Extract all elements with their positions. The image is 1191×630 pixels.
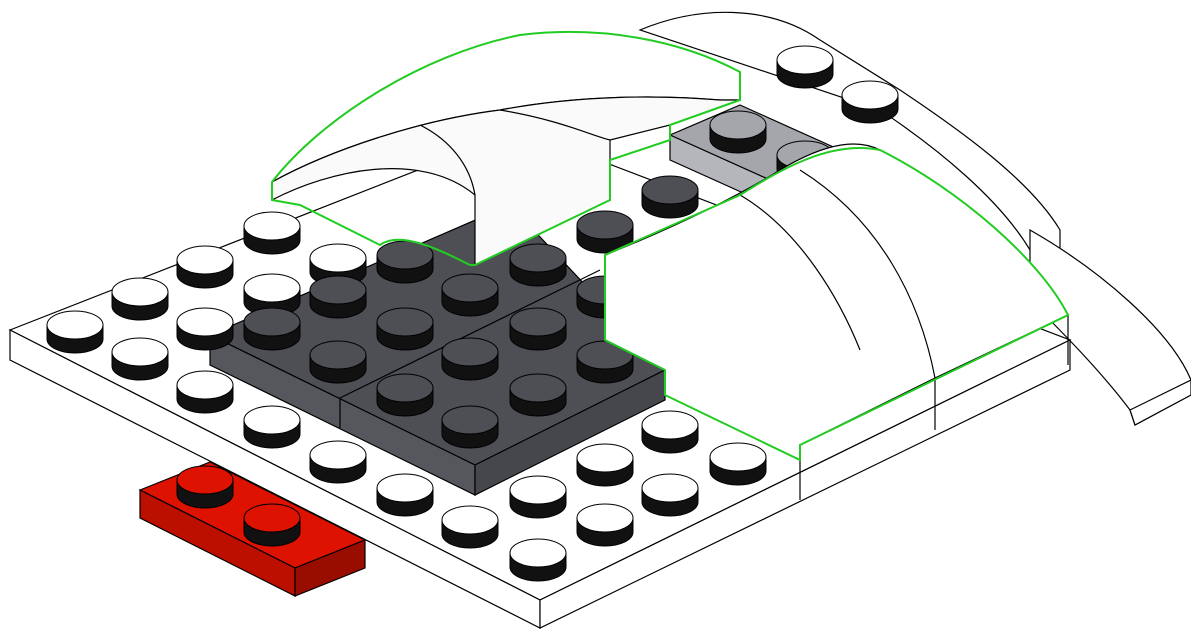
- stud: [641, 473, 699, 517]
- stud: [576, 443, 634, 487]
- stud: [309, 340, 367, 384]
- stud: [309, 275, 367, 319]
- stud: [176, 245, 234, 289]
- stud: [509, 373, 567, 417]
- stud: [509, 243, 567, 287]
- stud: [441, 337, 499, 381]
- stud: [441, 273, 499, 317]
- stud: [509, 475, 567, 519]
- stud: [641, 175, 699, 219]
- white-curved-slope: [271, 30, 1070, 500]
- stud: [376, 373, 434, 417]
- stud: [576, 503, 634, 547]
- stud: [709, 442, 767, 486]
- stud: [46, 310, 104, 354]
- studs: [46, 45, 899, 582]
- stud: [309, 440, 367, 484]
- stud: [441, 505, 499, 549]
- stud: [509, 307, 567, 351]
- stud: [776, 45, 834, 89]
- stud: [841, 80, 899, 124]
- stud: [243, 405, 301, 449]
- stud: [376, 240, 434, 284]
- stud: [509, 538, 567, 582]
- new-part-highlight: [271, 30, 1070, 462]
- stud: [111, 277, 169, 321]
- stud: [243, 307, 301, 351]
- stud: [376, 473, 434, 517]
- stud: [111, 337, 169, 381]
- stud: [709, 110, 767, 154]
- stud: [243, 503, 301, 547]
- stud: [376, 307, 434, 351]
- background-curved-slopes: [638, 11, 1191, 426]
- stud: [441, 405, 499, 449]
- stud: [243, 211, 301, 255]
- stud: [176, 307, 234, 351]
- stud: [176, 370, 234, 414]
- stud: [576, 210, 634, 254]
- stud: [641, 410, 699, 454]
- stud: [243, 273, 301, 317]
- stud: [176, 465, 234, 509]
